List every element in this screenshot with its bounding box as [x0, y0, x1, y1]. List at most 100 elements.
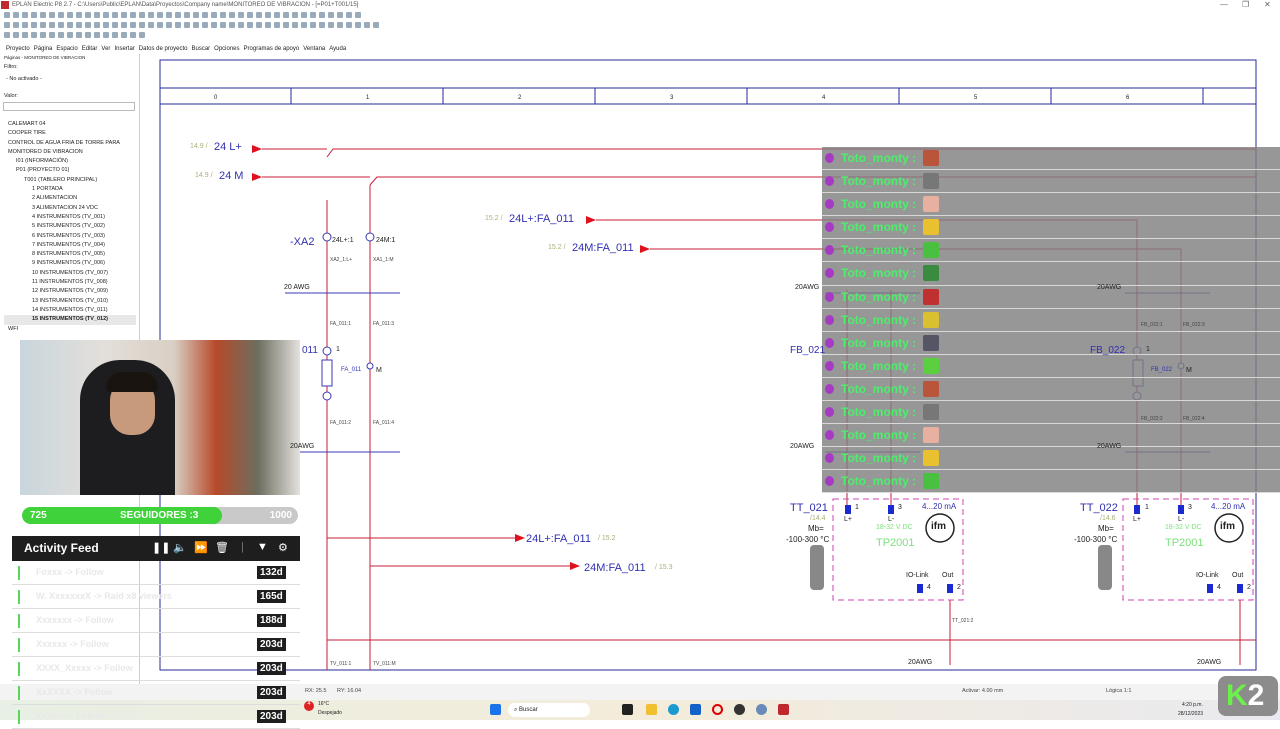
tree-item[interactable]: 5 INSTRUMENTOS (TV_002) [32, 223, 105, 230]
toolbar-button[interactable] [274, 12, 280, 18]
toolbar-button[interactable] [67, 22, 73, 28]
toolbar-button[interactable] [175, 22, 181, 28]
menu-item[interactable]: Proyecto [6, 46, 30, 52]
toolbar-button[interactable] [49, 22, 55, 28]
tree-item[interactable]: WFI [8, 325, 19, 332]
toolbar-button[interactable] [13, 22, 19, 28]
toolbar-button[interactable] [319, 22, 325, 28]
filter-icon[interactable]: ▼ [257, 541, 268, 553]
toolbar-button[interactable] [238, 12, 244, 18]
toolbar-button[interactable] [373, 22, 379, 28]
toolbar-button[interactable] [229, 12, 235, 18]
toolbar-button[interactable] [76, 32, 82, 38]
maximize-button[interactable]: ❐ [1242, 0, 1250, 9]
skip-icon[interactable]: ⏩ [194, 542, 208, 554]
toolbar-button[interactable] [103, 22, 109, 28]
toolbar-button[interactable] [301, 22, 307, 28]
menu-item[interactable]: Página [33, 46, 53, 52]
toolbar-button[interactable] [130, 12, 136, 18]
toolbar-button[interactable] [184, 22, 190, 28]
toolbar-button[interactable] [139, 32, 145, 38]
store-icon[interactable] [690, 704, 701, 715]
toolbar-button[interactable] [13, 12, 19, 18]
toolbar-button[interactable] [355, 12, 361, 18]
tree-item[interactable]: 11 INSTRUMENTOS (TV_008) [32, 279, 108, 286]
toolbar-button[interactable] [166, 22, 172, 28]
toolbar-button[interactable] [202, 22, 208, 28]
toolbar-button[interactable] [67, 12, 73, 18]
toolbar-button[interactable] [265, 22, 271, 28]
toolbar-button[interactable] [337, 22, 343, 28]
toolbar-button[interactable] [31, 12, 37, 18]
menu-item[interactable]: Insertar [114, 46, 135, 52]
toolbar-button[interactable] [94, 12, 100, 18]
toolbar-button[interactable] [211, 12, 217, 18]
menu-item[interactable]: Editar [81, 46, 98, 52]
toolbar-button[interactable] [283, 22, 289, 28]
toolbar-button[interactable] [247, 22, 253, 28]
toolbar-button[interactable] [364, 22, 370, 28]
taskbar-search[interactable]: ⌕ Buscar [508, 703, 590, 717]
toolbar-button[interactable] [202, 12, 208, 18]
toolbar-button[interactable] [148, 22, 154, 28]
tree-item[interactable]: 13 INSTRUMENTOS (TV_010) [32, 297, 109, 304]
windows-start-icon[interactable] [490, 704, 501, 715]
tree-item[interactable]: 6 INSTRUMENTOS (TV_003) [32, 232, 105, 239]
toolbar-button[interactable] [112, 12, 118, 18]
toolbar-button[interactable] [85, 22, 91, 28]
tree-item[interactable]: 14 INSTRUMENTOS (TV_011) [32, 306, 108, 313]
toolbar-button[interactable] [238, 22, 244, 28]
toolbar-button[interactable] [22, 22, 28, 28]
toolbar-row-1[interactable] [4, 11, 361, 20]
pause-icon[interactable]: ❚❚ [152, 542, 171, 554]
toolbar-button[interactable] [40, 32, 46, 38]
minimize-button[interactable]: — [1220, 0, 1228, 9]
toolbar-button[interactable] [112, 32, 118, 38]
toolbar-button[interactable] [355, 22, 361, 28]
toolbar-button[interactable] [76, 12, 82, 18]
toolbar-button[interactable] [265, 12, 271, 18]
toolbar-button[interactable] [157, 22, 163, 28]
toolbar-button[interactable] [85, 12, 91, 18]
tree-item[interactable]: CONTROL DE AGUA FRIA DE TORRE PARA [8, 139, 120, 146]
menu-item[interactable]: Programas de apoyo [243, 46, 300, 52]
toolbar-button[interactable] [310, 12, 316, 18]
menu-item[interactable]: Ayuda [329, 46, 347, 52]
toolbar-button[interactable] [211, 22, 217, 28]
toolbar-button[interactable] [67, 32, 73, 38]
toolbar-button[interactable] [139, 12, 145, 18]
menu-item[interactable]: Buscar [191, 46, 211, 52]
toolbar-button[interactable] [337, 12, 343, 18]
menu-item[interactable]: Opciones [214, 46, 240, 52]
toolbar-button[interactable] [58, 12, 64, 18]
toolbar-button[interactable] [85, 32, 91, 38]
obs-icon[interactable] [734, 704, 745, 715]
toolbar-button[interactable] [4, 22, 10, 28]
toolbar-button[interactable] [112, 22, 118, 28]
tree-item[interactable]: 1 PORTADA [32, 186, 63, 193]
toolbar-button[interactable] [121, 22, 127, 28]
opera-icon[interactable] [712, 704, 723, 715]
toolbar-button[interactable] [256, 22, 262, 28]
toolbar-row-3[interactable] [4, 31, 145, 40]
tree-item[interactable]: P01 (PROYECTO 01) [16, 167, 70, 174]
toolbar-button[interactable] [328, 12, 334, 18]
toolbar-button[interactable] [40, 22, 46, 28]
toolbar-button[interactable] [4, 32, 10, 38]
tree-item[interactable]: 10 INSTRUMENTOS (TV_007) [32, 269, 109, 276]
toolbar-row-2[interactable] [4, 21, 379, 30]
toolbar-button[interactable] [22, 12, 28, 18]
toolbar-button[interactable] [346, 12, 352, 18]
toolbar-button[interactable] [166, 12, 172, 18]
tree-item[interactable]: 3 ALIMENTACION 24 VDC [32, 204, 98, 211]
explorer-icon[interactable] [646, 704, 657, 715]
toolbar-button[interactable] [103, 12, 109, 18]
eplan-taskbar-icon[interactable] [778, 704, 789, 715]
weather-text[interactable]: Despejado [318, 710, 342, 716]
toolbar-button[interactable] [31, 32, 37, 38]
